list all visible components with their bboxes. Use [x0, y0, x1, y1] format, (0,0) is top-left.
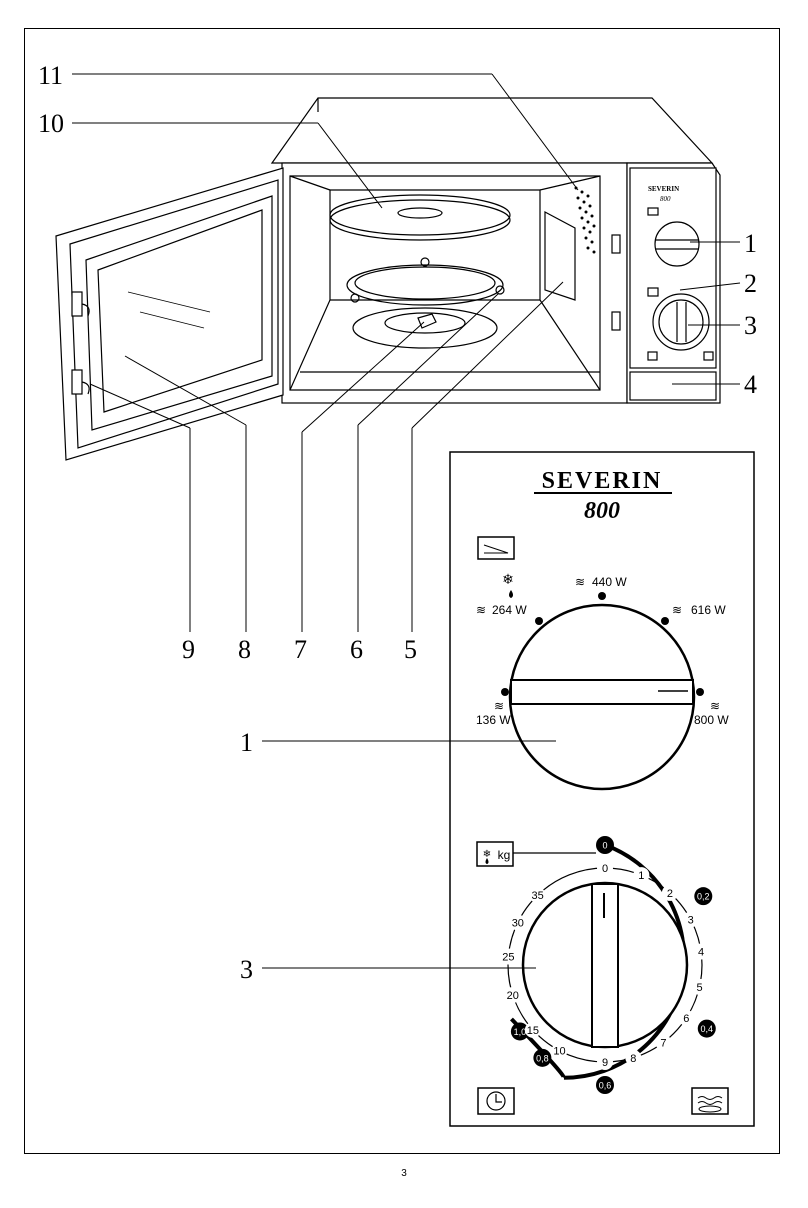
timer-tick-label: 6: [683, 1013, 689, 1025]
defrost-kg-icon: [476, 841, 514, 867]
model-number: 800: [584, 498, 620, 524]
control-panel-enlarged: SEVERIN 800 ❄ ≋ 264 W ≋ 440 W ≋ 616 W ≋ …: [449, 451, 755, 1127]
timer-tick-label: 9: [602, 1057, 608, 1069]
timer-tick-bg: [597, 1054, 613, 1070]
callouts-top: 11 10 1 2 3 4: [38, 61, 757, 399]
callout-9: 9: [182, 635, 195, 664]
vent-grille: [574, 186, 596, 254]
timer-tick-bg: [691, 978, 708, 995]
timer-tick-bg: [678, 1009, 695, 1026]
microwave-illustration: SEVERIN 800: [55, 97, 721, 461]
power-label-136: 136 W: [476, 713, 511, 727]
snowflake-icon: ❄: [502, 572, 514, 588]
wave-icon: ≋: [710, 699, 720, 713]
timer-tick-bg: [655, 1034, 672, 1051]
page-frame: [24, 28, 780, 1154]
timer-tick-label: 20: [507, 990, 519, 1002]
clock-icon: [486, 1091, 506, 1111]
timer-tick-bg: [500, 948, 517, 965]
timer-tick-label: 7: [660, 1037, 666, 1049]
timer-tick-label: 3: [688, 914, 694, 926]
panel-callout-3: 3: [240, 955, 253, 984]
timer-tick-label: 5: [696, 982, 702, 994]
defrost-kg-marker: [596, 836, 614, 854]
timer-tick-bg: [625, 1049, 642, 1066]
timer-tick-label: 8: [630, 1053, 636, 1065]
timer-tick-bg: [524, 1021, 541, 1038]
timer-tick-bg: [661, 884, 678, 901]
wave-icon: ≋: [672, 603, 682, 617]
power-label-440: 440 W: [592, 575, 627, 589]
door-open-icon: [477, 536, 515, 560]
timer-tick-label: 30: [512, 917, 524, 929]
timer-tick-bg: [693, 943, 710, 960]
defrost-kg-label: 1,0: [514, 1027, 527, 1037]
cooking-icon-box: [691, 1087, 729, 1115]
panel-callout-1: 1: [240, 728, 253, 757]
svg-text:❄: ❄: [483, 849, 491, 860]
timer-tick-bg: [682, 911, 699, 928]
small-brand: SEVERIN: [648, 185, 679, 193]
defrost-kg-marker: [694, 887, 713, 906]
timer-tick-label: 2: [667, 888, 673, 900]
leader-lines-top: [72, 73, 741, 632]
timer-tick-label: 15: [527, 1025, 539, 1037]
timer-tick-label: 10: [553, 1046, 565, 1058]
defrost-kg-marker: [533, 1048, 552, 1067]
timer-tick-bg: [509, 914, 526, 931]
timer-tick-bg: [551, 1042, 568, 1059]
timer-tick-bg: [504, 986, 521, 1003]
callout-1: 1: [744, 229, 757, 258]
callout-7: 7: [294, 635, 307, 664]
timer-dial: 0 1 2 3 4 5 6 7 8 9 10 15 20 25 30 35: [500, 860, 710, 1070]
defrost-kg-label: 0,6: [599, 1081, 612, 1091]
small-model: 800: [660, 195, 671, 203]
wave-icon: ≋: [575, 575, 585, 589]
callouts-bottom: 9 8 7 6 5: [182, 635, 417, 664]
timer-tick-bg: [633, 867, 650, 884]
callout-11: 11: [38, 61, 63, 90]
defrost-kg-label: 0,4: [701, 1024, 714, 1034]
timer-tick-label: 0: [602, 863, 608, 875]
callout-3: 3: [744, 311, 757, 340]
power-label-264: 264 W: [492, 603, 527, 617]
defrost-kg-marker: [596, 1076, 614, 1094]
power-knob-grip: [510, 679, 694, 705]
kg-label: kg: [498, 848, 511, 862]
callout-8: 8: [238, 635, 251, 664]
timer-tick-label: 4: [698, 947, 704, 959]
callout-10: 10: [38, 109, 64, 138]
callout-2: 2: [744, 269, 757, 298]
timer-tick-label: 1: [638, 870, 644, 882]
page-number: 3: [401, 1168, 407, 1179]
defrost-kg-label: 0,8: [536, 1053, 549, 1063]
power-label-616: 616 W: [691, 603, 726, 617]
wave-icon: ≋: [476, 603, 486, 617]
callout-5: 5: [404, 635, 417, 664]
timer-tick-bg: [597, 860, 613, 876]
defrost-kg-label: 0,2: [697, 892, 710, 902]
defrost-kg-marker: [697, 1019, 716, 1038]
power-label-800: 800 W: [694, 713, 729, 727]
callout-6: 6: [350, 635, 363, 664]
microwave-wave-icon: [697, 1096, 723, 1100]
drop-icon: [509, 590, 513, 598]
leader-lines-panel: [262, 740, 556, 969]
timer-tick-label: 25: [502, 952, 514, 964]
wave-icon: ≋: [494, 699, 504, 713]
timer-tick-label: 35: [531, 890, 543, 902]
callout-4: 4: [744, 370, 757, 399]
power-labels: ≋ 264 W ≋ 440 W ≋ 616 W ≋ 136 W ≋ 800 W: [476, 575, 729, 727]
defrost-kg-label: 0: [602, 841, 607, 851]
brand-logo: SEVERIN: [542, 468, 663, 494]
defrost-kg-marker: [510, 1022, 529, 1041]
timer-tick-bg: [529, 887, 546, 904]
